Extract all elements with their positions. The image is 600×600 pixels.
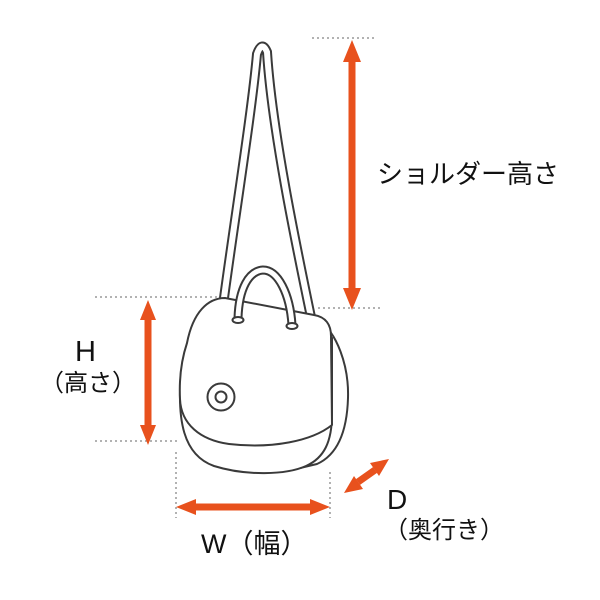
handle-grommet-left xyxy=(231,316,245,324)
shoulder-strap xyxy=(219,41,317,327)
height-sub-label: （高さ） xyxy=(40,370,136,397)
clasp xyxy=(206,382,236,412)
depth-arrow xyxy=(344,459,389,493)
bag-flap xyxy=(178,297,333,447)
measurement-arrows xyxy=(140,40,389,515)
width-arrow xyxy=(176,499,330,515)
top-handle xyxy=(231,265,299,330)
handle-grommet-right xyxy=(285,322,299,330)
height-arrow xyxy=(140,300,156,445)
width-label: W（幅） xyxy=(201,529,308,559)
depth-sub-label: （奥行き） xyxy=(384,517,504,544)
shoulder-height-arrow xyxy=(343,40,361,310)
depth-letter-label: D xyxy=(387,484,408,515)
height-letter-label: H xyxy=(75,336,96,368)
shoulder-height-label: ショルダー高さ xyxy=(377,159,560,189)
bag-illustration xyxy=(178,41,350,475)
